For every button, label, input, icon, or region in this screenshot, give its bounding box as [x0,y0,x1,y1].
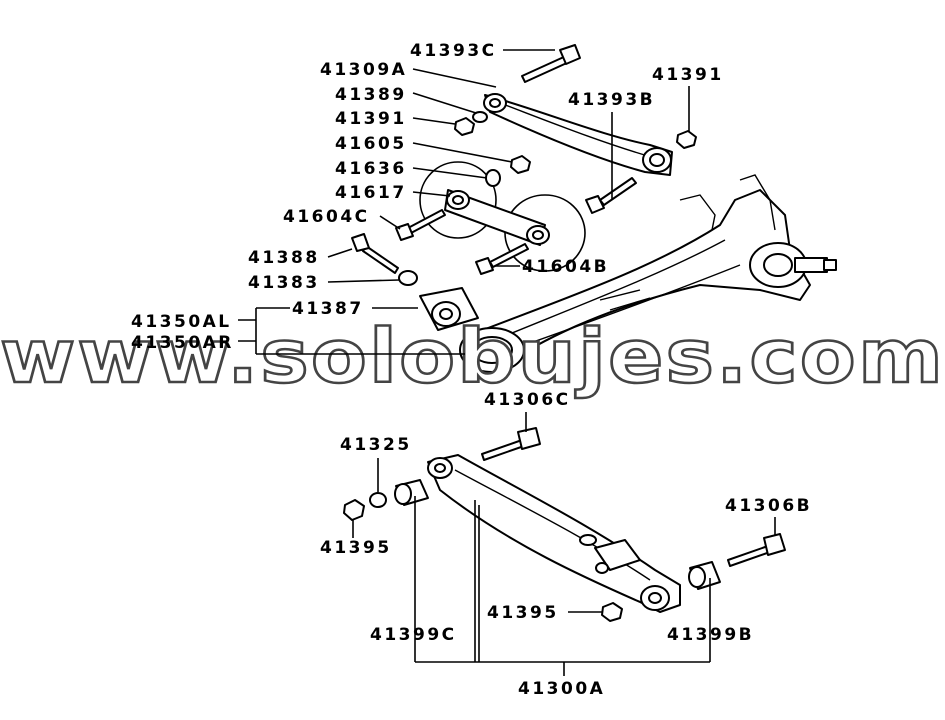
label-41350AR: 41350AR [131,333,234,353]
watermark: www.solobujes.com [0,314,945,400]
nut-41395-left [343,499,365,521]
label-41350AL: 41350AL [131,312,232,332]
bolt-41393B [585,177,637,214]
label-41388: 41388 [248,248,320,268]
toe-link-assembly [419,161,586,272]
label-41395-left: 41395 [320,538,392,558]
label-41387: 41387 [292,299,364,319]
bolt-41306C [481,427,541,461]
bolt-41604B [475,243,529,275]
label-41309A: 41309A [320,60,407,80]
bolt-41604C [395,209,446,241]
label-41605: 41605 [335,134,407,154]
label-41393C: 41393C [410,41,497,61]
label-41300A: 41300A [518,679,605,699]
bolt-41306B [727,533,786,567]
washer-41383 [398,270,418,286]
bolt-41388 [351,233,399,274]
trailing-arm [459,174,837,373]
label-41306B: 41306B [725,496,812,516]
label-41399B: 41399B [667,625,754,645]
bushing-41399B [688,561,721,590]
leader-lines [238,49,776,676]
label-41391-left: 41391 [335,109,407,129]
nut-41395-bottom [601,602,623,622]
bolt-41393C [521,44,581,83]
label-41383: 41383 [248,273,320,293]
label-41393B: 41393B [568,90,655,110]
label-41306C: 41306C [484,390,571,410]
nut-41391-left [454,117,475,136]
label-41636: 41636 [335,159,407,179]
upper-control-arm [483,93,673,176]
bushing-41387 [419,287,479,331]
label-41391-right: 41391 [652,65,724,85]
label-41617: 41617 [335,183,407,203]
label-41604B: 41604B [522,257,609,277]
label-41395-bottom: 41395 [487,603,559,623]
nut-41605 [510,155,531,174]
washer-41389 [472,111,488,123]
label-41399C: 41399C [370,625,457,645]
nut-41391-right [676,130,697,149]
label-41604C: 41604C [283,207,370,227]
washer-41325 [369,492,387,508]
bushing-41399C [394,479,429,506]
label-41325: 41325 [340,435,412,455]
lower-control-arm [427,454,681,613]
part-labels: 41393C 41309A 41389 41391 41605 41636 41… [131,41,812,699]
label-41389: 41389 [335,85,407,105]
